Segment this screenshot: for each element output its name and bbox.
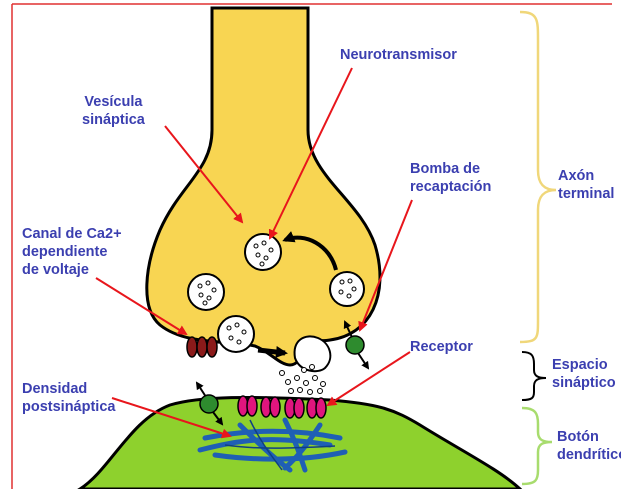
label-canal-calcio: Canal de Ca2+ dependiente de voltaje: [22, 225, 122, 279]
region-axon-terminal: Axón terminal: [558, 167, 622, 203]
vesicle-top: [245, 234, 281, 270]
label-receptor: Receptor: [410, 338, 473, 356]
region-espacio-sinaptico: Espacio sináptico: [552, 356, 622, 392]
space-brace: [522, 352, 546, 400]
region-boton-dendritico: Botón dendrítico: [557, 428, 621, 464]
label-densidad-postsinaptica: Densidad postsináptica: [22, 380, 115, 416]
vesicle-left: [188, 274, 224, 310]
label-bomba-recaptacion: Bomba de recaptación: [410, 160, 491, 196]
calcium-channel: [187, 337, 217, 357]
label-neurotransmisor: Neurotransmisor: [340, 46, 457, 64]
vesicle-right: [330, 272, 364, 306]
label-vesicula-sinaptica: Vesícula sináptica: [82, 93, 145, 129]
docking-arrow: [258, 350, 285, 353]
dendrite-brace: [522, 408, 552, 484]
vesicle-docking: [218, 316, 254, 352]
axon-brace: [520, 12, 556, 342]
postsynaptic-pump: [200, 395, 218, 413]
reuptake-pump: [346, 336, 364, 354]
arrow-receptor: [328, 352, 410, 405]
